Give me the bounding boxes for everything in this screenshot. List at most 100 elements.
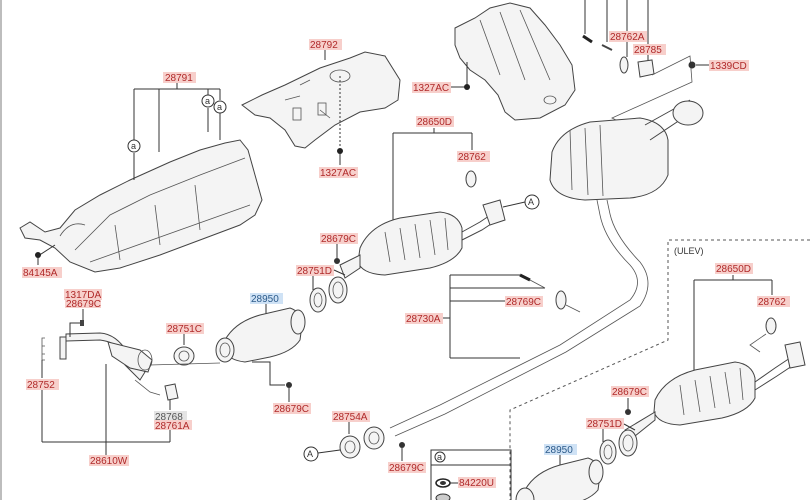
label-28679c-c[interactable]: 28679C (273, 403, 311, 415)
label-28751d[interactable]: 28751D (296, 265, 334, 277)
label-28610w[interactable]: 28610W (89, 455, 129, 467)
bracket-28785[interactable] (637, 59, 655, 78)
svg-text:28751D: 28751D (297, 266, 332, 277)
front-pipe-28610w[interactable] (59, 332, 161, 396)
label-28762[interactable]: 28762 (457, 151, 490, 163)
svg-text:28762: 28762 (758, 297, 786, 308)
label-28679c-ulev[interactable]: 28679C (611, 386, 649, 398)
svg-text:28950: 28950 (545, 445, 573, 456)
svg-text:28650D: 28650D (716, 264, 751, 275)
svg-text:a: a (131, 141, 136, 151)
leader-28679c-c (252, 361, 292, 402)
nut-28679c-d[interactable] (399, 442, 405, 461)
label-28679c-b[interactable]: 28679C (65, 298, 101, 310)
catalytic-converter-28650d[interactable] (339, 199, 506, 279)
gasket-28754a[interactable] (339, 435, 361, 459)
rubber-hanger-28762[interactable] (465, 170, 477, 188)
svg-text:28950: 28950 (251, 294, 279, 305)
nut-28679c-ulev[interactable] (625, 398, 631, 415)
heat-shield-rear[interactable] (454, 2, 576, 121)
bolt-icon (582, 34, 593, 44)
svg-text:28679C: 28679C (66, 299, 101, 310)
label-28769c[interactable]: 28769C (505, 296, 543, 308)
nut-28679c-a[interactable] (334, 244, 340, 264)
link-line (149, 362, 221, 366)
label-28679c-a[interactable]: 28679C (320, 233, 358, 245)
rubber-hanger-28762-ulev[interactable] (749, 317, 777, 353)
pin-icon (601, 44, 613, 51)
label-28785[interactable]: 28785 (633, 44, 666, 56)
label-28761a[interactable]: 28761A (154, 420, 192, 432)
rubber-hanger-28769c[interactable] (555, 290, 581, 313)
svg-text:28751C: 28751C (167, 324, 202, 335)
label-28762-ulev[interactable]: 28762 (757, 296, 790, 308)
leader-a-rear: A (303, 446, 341, 462)
svg-text:28754A: 28754A (333, 412, 368, 423)
gasket-28751d-ulev[interactable] (599, 439, 617, 465)
svg-text:28762A: 28762A (610, 32, 645, 43)
label-28950-ulev[interactable]: 28950 (544, 444, 577, 456)
label-28768[interactable]: 28768 (154, 411, 187, 423)
svg-text:28768: 28768 (155, 412, 183, 423)
gasket-28751d[interactable] (309, 287, 327, 313)
ulev-label: (ULEV) (674, 246, 704, 256)
leader-28752 (41, 360, 171, 455)
label-28792[interactable]: 28792 (309, 39, 342, 51)
clip-a-marker-3: a (213, 100, 227, 114)
rear-muffler[interactable] (549, 99, 704, 201)
ulev-boundary (509, 239, 810, 500)
flange-front-pipe[interactable] (328, 276, 348, 304)
gasket-28751c[interactable] (173, 346, 195, 366)
left-border (0, 0, 2, 500)
svg-text:28785: 28785 (634, 45, 662, 56)
label-28679c-d[interactable]: 28679C (388, 462, 426, 474)
svg-text:a: a (437, 452, 442, 462)
center-pipe[interactable] (389, 199, 649, 437)
flange-ulev[interactable] (618, 429, 638, 457)
clip-a-marker-2: a (201, 94, 215, 108)
leader-28650d-ulev (693, 275, 773, 378)
leader-28650d (392, 128, 473, 232)
label-84145a[interactable]: 84145A (22, 267, 62, 279)
label-28950[interactable]: 28950 (250, 293, 283, 305)
svg-text:1327AC: 1327AC (320, 168, 356, 179)
label-28730a[interactable]: 28730A (405, 313, 443, 325)
svg-text:28751D: 28751D (587, 419, 622, 430)
label-28751d-ulev[interactable]: 28751D (586, 418, 624, 430)
label-28791[interactable]: 28791 (163, 72, 196, 84)
label-28650d-ulev[interactable]: 28650D (715, 263, 753, 275)
hanger-28768[interactable] (164, 383, 179, 401)
catalytic-converter-28650d-ulev[interactable] (624, 341, 806, 441)
rubber-hanger-28762a[interactable] (619, 56, 629, 74)
label-1327ac-mid[interactable]: 1327AC (319, 167, 358, 179)
svg-text:28752: 28752 (27, 380, 55, 391)
svg-text:28610W: 28610W (90, 456, 128, 467)
svg-text:a: a (217, 102, 222, 112)
label-28751c[interactable]: 28751C (166, 323, 204, 335)
heat-shield-28792[interactable] (241, 51, 401, 149)
label-1339cd[interactable]: 1339CD (709, 60, 749, 72)
warm-up-catalyst-28950[interactable] (215, 307, 306, 363)
svg-text:28791: 28791 (165, 73, 193, 84)
svg-text:28679C: 28679C (321, 234, 356, 245)
fastener-legend-box: a (430, 449, 512, 500)
bolt-hanger-icon (519, 273, 546, 289)
svg-text:28762: 28762 (458, 152, 486, 163)
svg-text:84220U: 84220U (459, 478, 494, 489)
label-1327ac-top[interactable]: 1327AC (412, 82, 451, 94)
flange-center-pipe[interactable] (363, 426, 385, 450)
leader-a-front: A (502, 194, 540, 210)
heat-shield-28791[interactable] (19, 139, 263, 273)
label-1317da[interactable]: 1317DA (64, 289, 102, 301)
leader-28792 (324, 50, 343, 165)
label-28754a[interactable]: 28754A (332, 411, 370, 423)
label-84220u[interactable]: 84220U (458, 477, 496, 489)
svg-text:A: A (528, 197, 534, 207)
label-28752[interactable]: 28752 (26, 379, 59, 391)
label-28650d[interactable]: 28650D (416, 116, 454, 128)
svg-text:28679C: 28679C (612, 387, 647, 398)
warm-up-catalyst-28950-ulev[interactable] (515, 457, 604, 500)
bracket-28752[interactable] (41, 337, 45, 361)
label-28762a[interactable]: 28762A (609, 31, 647, 43)
